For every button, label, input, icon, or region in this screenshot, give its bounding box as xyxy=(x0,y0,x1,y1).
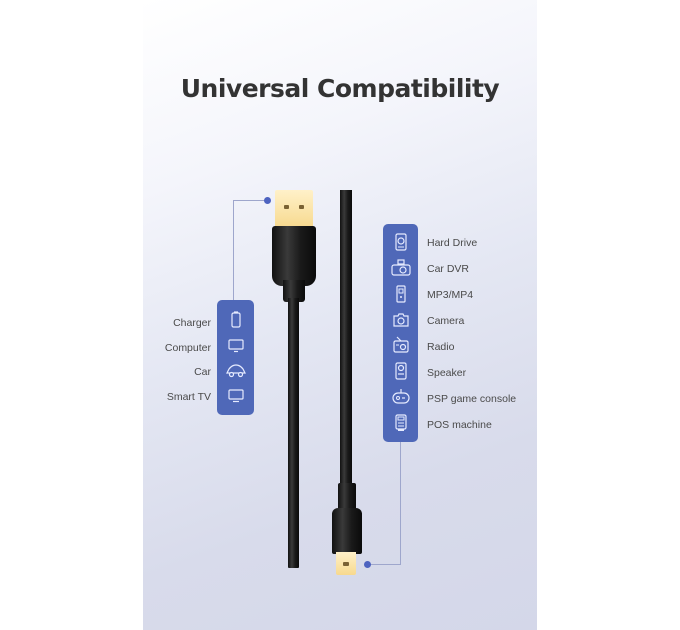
hard-drive-icon xyxy=(383,232,418,252)
right-device-icon-box xyxy=(383,224,418,442)
device-label-hard-drive: Hard Drive xyxy=(427,237,478,249)
speaker-icon xyxy=(383,361,418,381)
car-icon xyxy=(217,361,254,381)
usb-a-strain-relief xyxy=(283,280,305,302)
device-label-pos-machine: POS machine xyxy=(427,419,492,431)
mini-usb-metal-plug xyxy=(336,552,356,575)
pos-machine-icon xyxy=(383,413,418,433)
device-label-psp: PSP game console xyxy=(427,393,517,405)
device-label-camera: Camera xyxy=(427,315,465,327)
mini-usb-overmold xyxy=(332,508,362,554)
car-dvr-icon xyxy=(383,258,418,278)
device-label-speaker: Speaker xyxy=(427,367,467,379)
usb-a-pointer-dot xyxy=(264,197,271,204)
computer-icon xyxy=(217,336,254,356)
mini-usb-connector-line-h xyxy=(369,564,401,565)
mini-usb-strain-relief xyxy=(338,483,356,513)
product-image-panel: Universal Compatibility Charger Computer… xyxy=(143,0,537,630)
usb-a-cable xyxy=(288,298,299,568)
usb-a-overmold xyxy=(272,226,316,286)
left-device-icon-box xyxy=(217,300,254,415)
game-console-icon xyxy=(383,387,418,407)
mini-usb-pointer-dot xyxy=(364,561,371,568)
usb-a-connector-line-h xyxy=(233,200,268,201)
camera-icon xyxy=(383,310,418,330)
device-label-radio: Radio xyxy=(427,341,455,353)
page-title: Universal Compatibility xyxy=(180,74,500,103)
usb-a-metal-plug xyxy=(275,190,313,228)
device-label-computer: Computer xyxy=(164,342,211,354)
charger-icon xyxy=(217,310,254,330)
device-label-car: Car xyxy=(194,366,211,378)
device-label-smart-tv: Smart TV xyxy=(166,391,211,403)
mini-usb-connector-line-v xyxy=(400,442,401,565)
usb-a-connector-line-v xyxy=(233,200,234,302)
radio-icon xyxy=(383,335,418,355)
device-label-car-dvr: Car DVR xyxy=(427,263,470,275)
device-label-charger: Charger xyxy=(173,317,211,329)
device-label-mp3-mp4: MP3/MP4 xyxy=(427,289,474,301)
mp3-player-icon xyxy=(383,284,418,304)
smart-tv-icon xyxy=(217,386,254,406)
mini-usb-cable xyxy=(340,190,352,490)
